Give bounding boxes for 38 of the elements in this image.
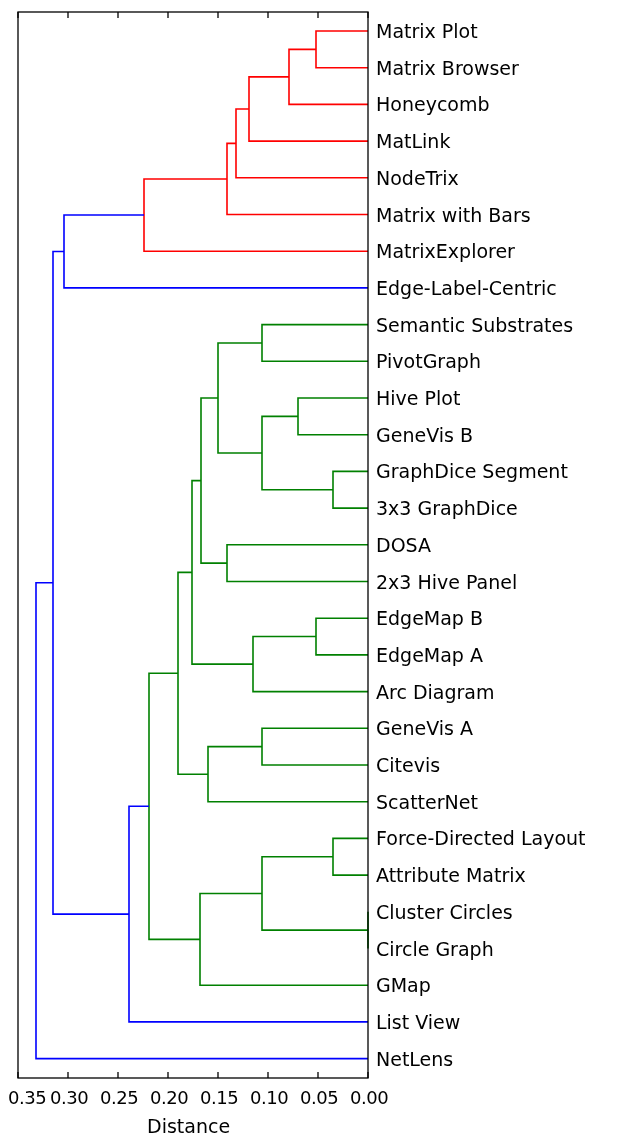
leaf-label: MatrixExplorer <box>376 239 515 264</box>
leaf-label: 3x3 GraphDice <box>376 496 518 521</box>
leaf-label: Honeycomb <box>376 92 490 117</box>
leaf-label: Force-Directed Layout <box>376 826 586 851</box>
leaf-label: 2x3 Hive Panel <box>376 569 518 594</box>
leaf-label: PivotGraph <box>376 349 481 374</box>
leaf-label: NodeTrix <box>376 165 459 190</box>
leaf-label: Matrix Browser <box>376 55 519 80</box>
tick-label: 0.00 <box>350 1086 386 1110</box>
leaf-label: EdgeMap A <box>376 642 483 667</box>
tick-label: 0.10 <box>250 1086 286 1110</box>
tick-label: 0.25 <box>100 1086 136 1110</box>
leaf-label: Cluster Circles <box>376 899 513 924</box>
leaf-label: Hive Plot <box>376 386 461 410</box>
tick-label: 0.20 <box>150 1086 186 1110</box>
leaf-label: Matrix Plot <box>376 19 478 43</box>
leaf-label: EdgeMap B <box>376 606 483 631</box>
leaf-label: Circle Graph <box>376 936 494 961</box>
tick-label: 0.35 <box>8 1086 44 1110</box>
tick-label: 0.30 <box>50 1086 86 1110</box>
leaf-label: Matrix with Bars <box>376 202 531 227</box>
leaf-label: Semantic Substrates <box>376 312 574 337</box>
tick-label: 0.05 <box>300 1086 336 1110</box>
leaf-label: Arc Diagram <box>376 679 495 704</box>
tick-label: 0.15 <box>200 1086 236 1110</box>
leaf-label: NetLens <box>376 1046 454 1071</box>
leaf-label: Attribute Matrix <box>376 863 526 888</box>
leaf-label: List View <box>376 1009 461 1034</box>
leaf-label: Citevis <box>376 753 441 777</box>
leaf-label: GeneVis A <box>376 716 473 741</box>
axis-title: Distance <box>147 1114 231 1138</box>
leaf-label: MatLink <box>376 129 451 154</box>
leaf-label: ScatterNet <box>376 789 478 814</box>
leaf-label: Edge-Label-Centric <box>376 275 557 300</box>
leaf-label: DOSA <box>376 532 431 557</box>
leaf-label: GraphDice Segment <box>376 459 568 484</box>
leaf-label: GeneVis B <box>376 422 473 447</box>
leaf-label: GMap <box>376 973 431 998</box>
